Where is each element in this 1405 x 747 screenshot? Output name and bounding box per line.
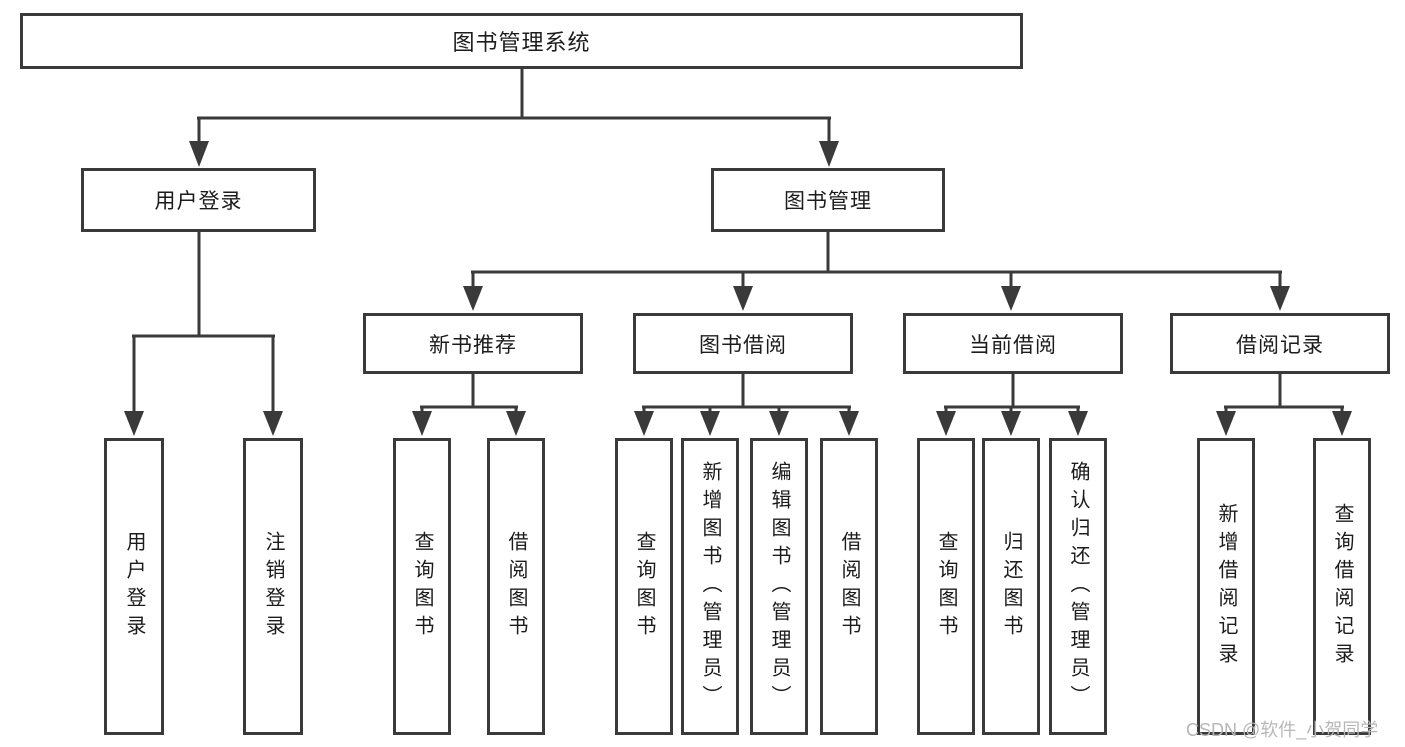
leaf-return-book: 归还图书 <box>982 438 1040 735</box>
leaf-borrow-books-recommend-label: 借阅图书 <box>505 530 527 643</box>
node-root-label: 图书管理系统 <box>452 30 591 55</box>
leaf-add-borrow-record-label: 新增借阅记录 <box>1215 502 1237 671</box>
leaf-query-borrow-record: 查询借阅记录 <box>1313 438 1371 735</box>
leaf-query-books-current: 查询图书 <box>917 438 975 735</box>
leaf-query-books-borrowing-label: 查询图书 <box>633 530 655 643</box>
arrowheads <box>124 141 1352 436</box>
node-new-book-recommend-label: 新书推荐 <box>429 333 517 357</box>
leaf-query-books-current-label: 查询图书 <box>935 530 957 643</box>
node-book-borrowing-label: 图书借阅 <box>699 333 787 357</box>
leaf-add-book-admin-label: 新增图书（管理员） <box>699 460 721 713</box>
node-current-borrowing-label: 当前借阅 <box>969 333 1057 357</box>
node-borrow-records: 借阅记录 <box>1170 313 1390 374</box>
leaf-user-login-label: 用户登录 <box>123 530 145 643</box>
node-current-borrowing: 当前借阅 <box>903 313 1123 374</box>
leaf-add-borrow-record: 新增借阅记录 <box>1197 438 1255 735</box>
leaf-borrow-books: 借阅图书 <box>820 438 878 735</box>
leaf-user-login: 用户登录 <box>104 438 164 735</box>
leaf-edit-book-admin: 编辑图书（管理员） <box>750 438 808 735</box>
node-root: 图书管理系统 <box>20 13 1023 69</box>
csdn-watermark: CSDN @软件_小贺同学 <box>1186 720 1379 740</box>
node-book-management-label: 图书管理 <box>784 190 872 213</box>
leaf-confirm-return-admin-label: 确认归还（管理员） <box>1067 460 1089 713</box>
node-book-management: 图书管理 <box>711 168 945 232</box>
leaf-confirm-return-admin: 确认归还（管理员） <box>1049 438 1107 735</box>
leaf-borrow-books-recommend: 借阅图书 <box>487 438 545 735</box>
leaf-query-borrow-record-label: 查询借阅记录 <box>1331 502 1353 671</box>
node-user-login-label: 用户登录 <box>154 190 243 213</box>
node-borrow-records-label: 借阅记录 <box>1236 333 1324 357</box>
leaf-query-books-recommend: 查询图书 <box>393 438 451 735</box>
leaf-query-books-recommend-label: 查询图书 <box>411 530 433 643</box>
leaf-edit-book-admin-label: 编辑图书（管理员） <box>768 460 790 713</box>
leaf-query-books-borrowing: 查询图书 <box>615 438 673 735</box>
node-new-book-recommend: 新书推荐 <box>363 313 583 374</box>
leaf-add-book-admin: 新增图书（管理员） <box>681 438 739 735</box>
leaf-logout: 注销登录 <box>243 438 303 735</box>
node-book-borrowing: 图书借阅 <box>633 313 853 374</box>
leaf-borrow-books-label: 借阅图书 <box>838 530 860 643</box>
leaf-logout-label: 注销登录 <box>262 530 284 643</box>
leaf-return-book-label: 归还图书 <box>1000 530 1022 643</box>
node-user-login: 用户登录 <box>81 168 316 232</box>
